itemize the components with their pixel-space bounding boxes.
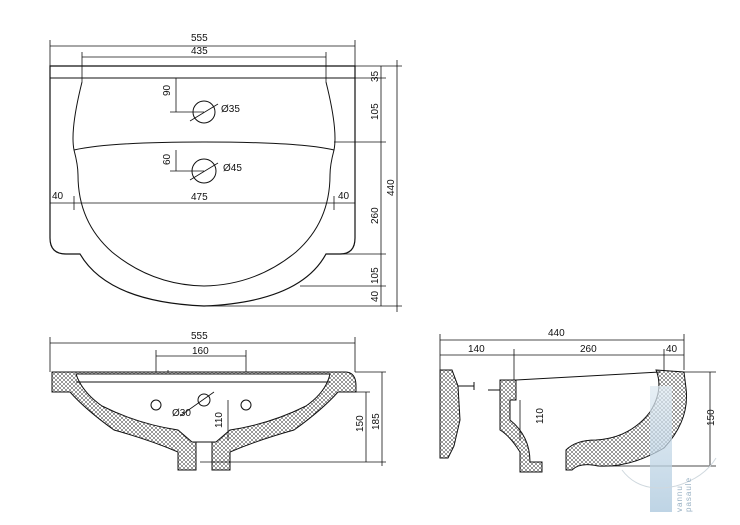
side-150-label: 150 xyxy=(706,409,717,426)
front-110-label: 110 xyxy=(214,412,225,428)
front-185-label: 185 xyxy=(371,413,382,430)
dim-435-label: 435 xyxy=(191,46,208,57)
front-bowl-cavity xyxy=(75,373,331,443)
front-drain-label: Ø30 xyxy=(172,408,191,419)
dim-440-label: 440 xyxy=(386,179,397,196)
dim-475-label: 475 xyxy=(191,192,208,203)
side-440-label: 440 xyxy=(548,328,565,339)
watermark-text-2: pasaule xyxy=(684,477,693,512)
front-drain-hole xyxy=(197,393,211,407)
dim-90-label: 90 xyxy=(162,84,173,96)
hole-leader-large xyxy=(189,162,219,181)
watermark-text-1: vannu xyxy=(675,485,684,512)
dim-right-40-label: 40 xyxy=(338,191,350,202)
dim-555-label: 555 xyxy=(191,33,208,44)
dim-40-side-label: 40 xyxy=(370,290,381,302)
top-view: Ø35 Ø45 555 435 90 60 40 475 40 xyxy=(49,33,402,312)
front-tap-hole-left xyxy=(150,399,162,411)
watermark-bar xyxy=(650,386,672,512)
dim-60-label: 60 xyxy=(162,153,173,165)
front-160-label: 160 xyxy=(192,346,209,357)
side-140-label: 140 xyxy=(468,344,485,355)
dim-105-top-label: 105 xyxy=(370,103,381,120)
overflow-curve xyxy=(73,141,335,151)
bowl-outline-top xyxy=(72,81,336,287)
side-view: 440 140 260 40 110 150 xyxy=(439,328,717,473)
front-view: 555 160 40 Ø30 110 150 185 xyxy=(49,331,386,471)
hole-small-label: Ø35 xyxy=(221,104,240,115)
side-wall-section xyxy=(439,369,461,459)
dim-left-40-label: 40 xyxy=(52,191,64,202)
side-mid-section xyxy=(499,379,543,473)
side-40-label: 40 xyxy=(666,344,678,355)
side-110-label: 110 xyxy=(535,408,546,424)
side-260-label: 260 xyxy=(580,344,597,355)
basin-outline-top xyxy=(49,65,356,307)
dim-35-label: 35 xyxy=(370,70,381,82)
front-tap-hole-right xyxy=(240,399,252,411)
front-555-label: 555 xyxy=(191,331,208,342)
dim-105-bottom-label: 105 xyxy=(370,267,381,284)
hole-leader-small xyxy=(189,103,219,122)
brand-watermark: vannu pasaule xyxy=(621,386,717,512)
hole-large-label: Ø45 xyxy=(223,163,242,174)
front-150-label: 150 xyxy=(355,415,366,432)
dim-260-label: 260 xyxy=(370,207,381,224)
